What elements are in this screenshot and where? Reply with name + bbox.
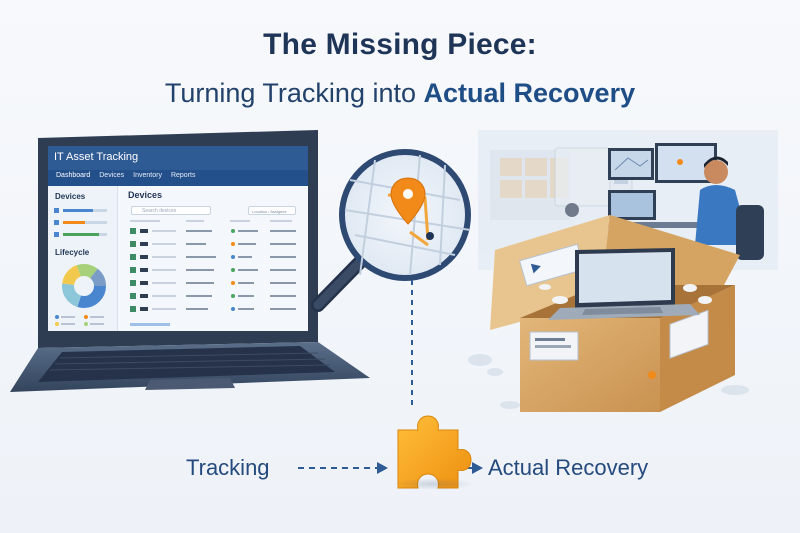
actual-recovery-label: Actual Recovery <box>488 455 649 480</box>
recovered-laptop <box>548 248 700 320</box>
app-nav: Dashboard Devices Inventory Reports <box>48 170 308 186</box>
devices-heading: Devices <box>128 190 163 200</box>
sidebar-devices-heading: Devices <box>55 192 86 201</box>
debris <box>468 354 749 409</box>
location-filter[interactable]: Location / Assignee <box>248 206 296 215</box>
magnifier <box>311 149 471 312</box>
table-scrollbar[interactable] <box>130 323 170 326</box>
tracking-arrow <box>298 462 388 474</box>
puzzle-shadow <box>393 478 475 490</box>
app-sidebar: Devices Lifecycle <box>48 186 118 331</box>
subtitle-prefix: Turning Tracking into <box>164 78 424 108</box>
sidebar-lifecycle-heading: Lifecycle <box>55 248 90 257</box>
pin-dot <box>403 189 413 199</box>
page-subtitle: Turning Tracking into Actual Recovery <box>0 78 800 109</box>
nav-dashboard[interactable]: Dashboard <box>56 172 91 179</box>
location-pin-icon <box>390 177 426 225</box>
operator-desk <box>600 143 764 260</box>
nav-devices[interactable]: Devices <box>99 172 125 179</box>
nav-inventory[interactable]: Inventory <box>133 172 162 179</box>
lifecycle-donut <box>62 264 106 308</box>
table-rows <box>130 228 296 312</box>
lifecycle-legend <box>55 315 104 326</box>
tracking-label: Tracking <box>186 455 270 480</box>
nav-reports[interactable]: Reports <box>170 172 196 179</box>
laptop-screen: IT Asset Tracking Dashboard Devices Inve… <box>48 146 308 331</box>
devices-table <box>130 220 296 312</box>
page-title: The Missing Piece: <box>263 28 537 61</box>
app-title: IT Asset Tracking <box>48 146 308 170</box>
device-status-bars <box>54 208 107 237</box>
subtitle-emphasis: Actual Recovery <box>423 78 636 108</box>
device-search-input[interactable]: Search devices <box>131 206 211 215</box>
puzzle-piece-icon <box>397 415 472 489</box>
